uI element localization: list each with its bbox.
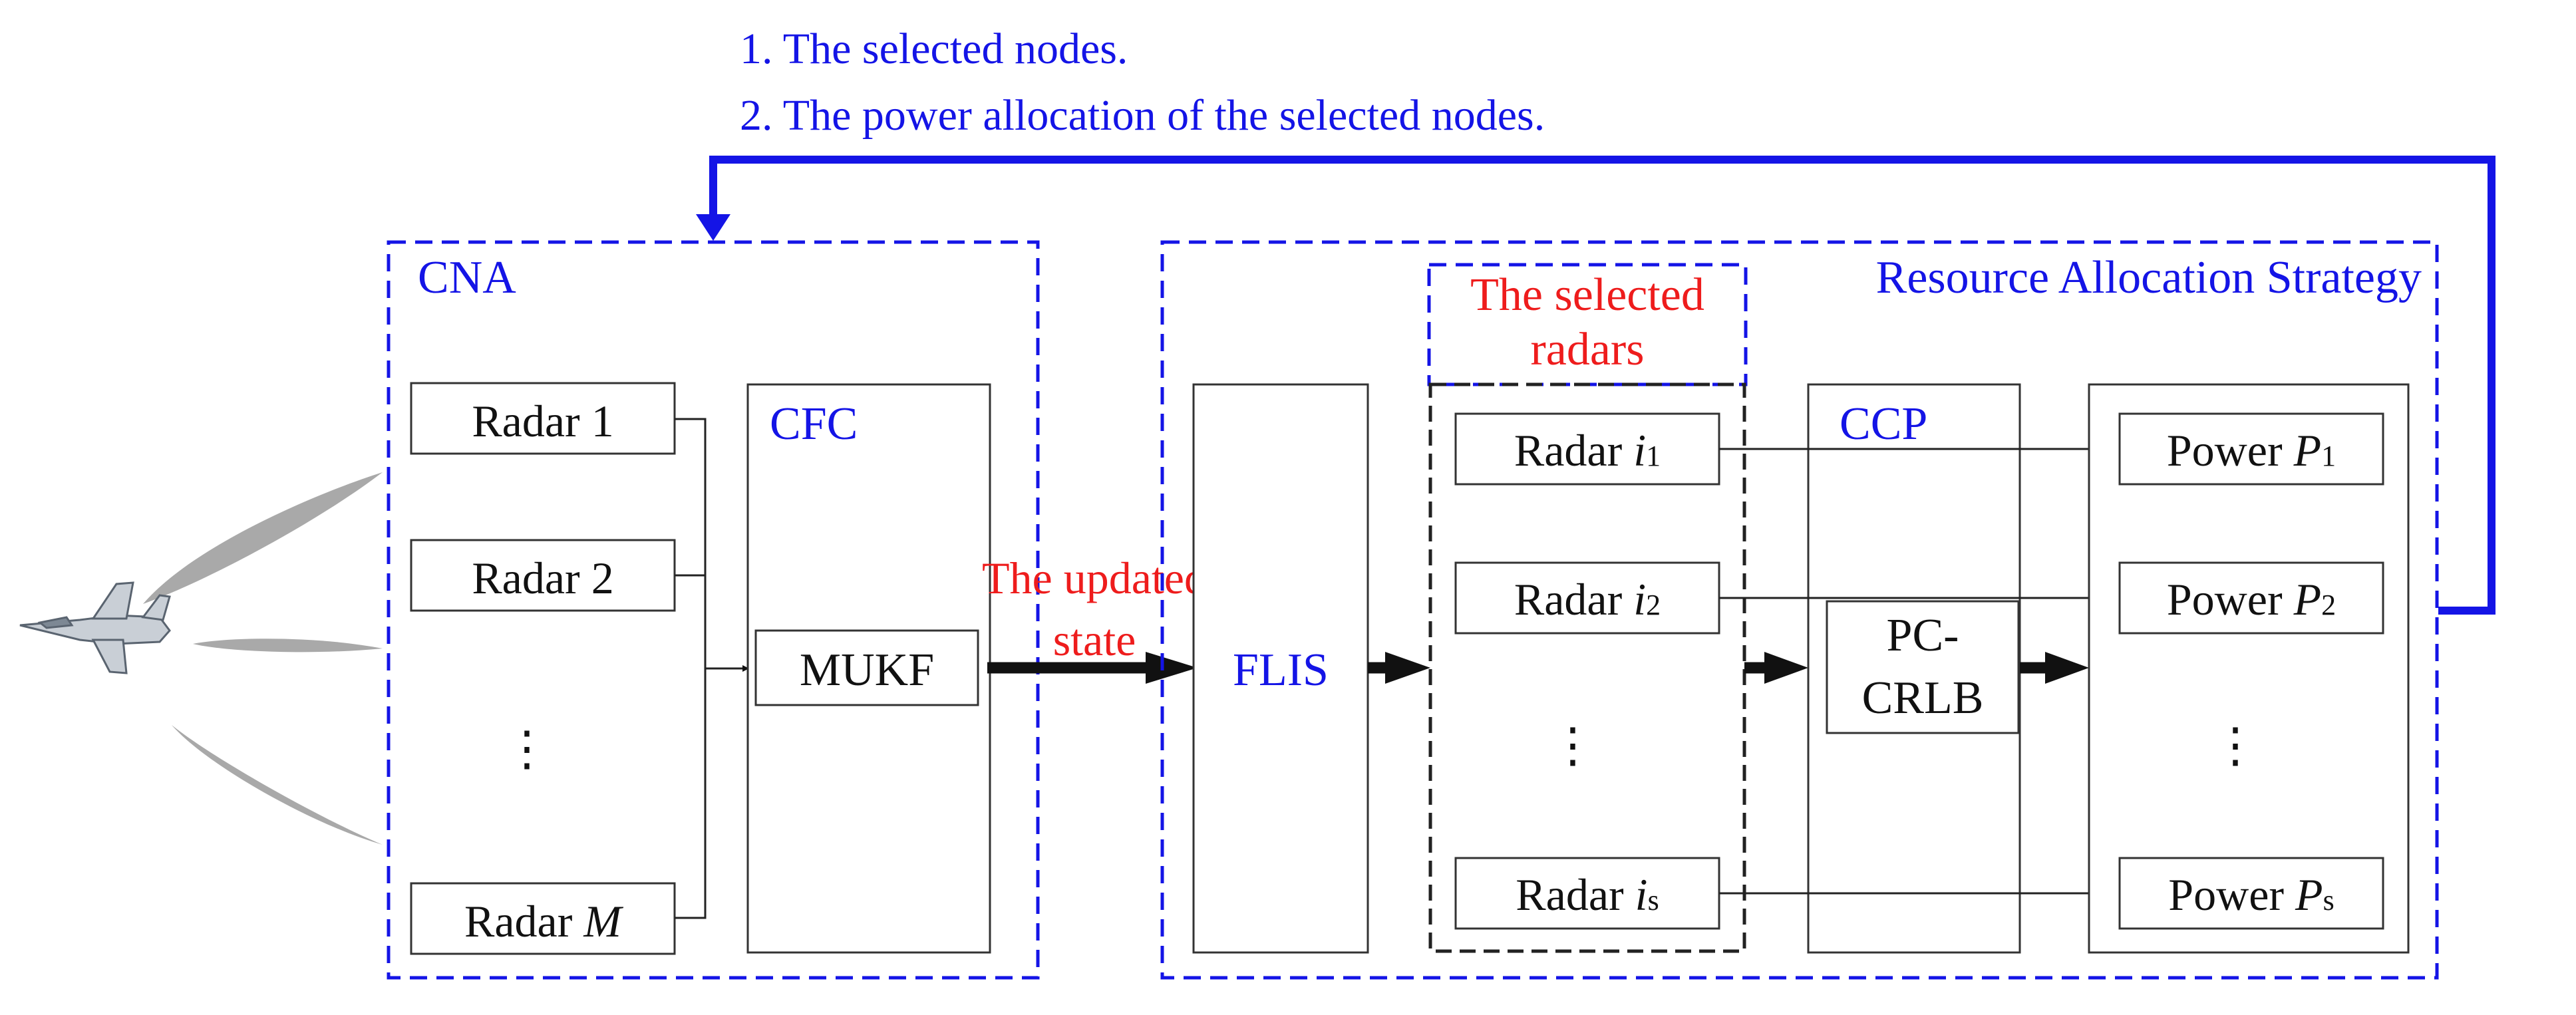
label-text: 1 xyxy=(591,396,614,446)
label-text: Power xyxy=(2168,869,2295,920)
mukf-box xyxy=(754,629,979,706)
feedback-line-2: 2. The power allocation of the selected … xyxy=(740,91,1545,140)
label-text: Power xyxy=(2167,425,2294,476)
power-label-s: Power Ps xyxy=(2168,869,2334,920)
pcrlb-box xyxy=(1826,600,2020,734)
italic-symbol: P xyxy=(2293,425,2322,476)
beam-middle xyxy=(193,639,383,652)
flis-label: FLIS xyxy=(1233,645,1329,696)
ccp-label: CCP xyxy=(1840,398,1927,450)
subscript: 1 xyxy=(2321,440,2336,472)
updated-state: The updated state xyxy=(982,553,1207,684)
radar-box-2 xyxy=(410,539,676,612)
radar-to-power-lines xyxy=(1719,446,2118,897)
pcrlb-line-2: CRLB xyxy=(1862,672,1984,724)
label-text: ⋮ xyxy=(503,722,551,776)
label-text: Radar xyxy=(472,396,591,446)
power-ellipsis: ⋮ xyxy=(2211,719,2259,772)
selected-radar-label-1: Radar i1 xyxy=(1514,425,1661,476)
power-box-s xyxy=(2118,857,2384,930)
label-text: Radar xyxy=(1514,425,1633,476)
label-text: ⋮ xyxy=(1549,719,1597,772)
power-label-1: Power P1 xyxy=(2167,425,2336,476)
italic-symbol: i xyxy=(1635,869,1648,920)
selected-radar-box-s xyxy=(1454,857,1720,930)
label-text: Radar xyxy=(464,896,583,946)
feedback-line-1: 1. The selected nodes. xyxy=(740,25,1128,73)
selected-radars-title-2: radars xyxy=(1530,324,1644,375)
subscript: s xyxy=(2323,884,2334,917)
italic-symbol: i xyxy=(1633,574,1646,625)
aircraft-illustration xyxy=(19,472,383,845)
label-text: Power xyxy=(2167,574,2294,625)
subscript: 2 xyxy=(1646,589,1661,621)
radar-beam-plumes xyxy=(143,472,383,845)
subscript: 2 xyxy=(2321,589,2336,621)
radar-label-1: Radar 1 xyxy=(472,396,613,446)
cna-radar-boxes: Radar 1 Radar 2 ⋮ Radar M xyxy=(410,382,676,955)
power-box-2 xyxy=(2118,561,2384,635)
label-text: ⋮ xyxy=(2211,719,2259,772)
radar-connectors xyxy=(675,418,749,919)
italic-symbol: M xyxy=(583,896,623,946)
subscript: 1 xyxy=(1646,440,1661,472)
jet-icon xyxy=(19,581,171,674)
power-label-2: Power P2 xyxy=(2167,574,2336,625)
beam-lower xyxy=(172,725,383,845)
selected-radar-label-s: Radar is xyxy=(1516,869,1659,920)
selected-radar-box-1 xyxy=(1454,412,1720,486)
feedback-line xyxy=(709,156,2496,615)
label-text: Radar xyxy=(1516,869,1635,920)
subscript: s xyxy=(1648,884,1659,917)
ras-dashed-frame xyxy=(1160,240,2439,980)
radar-ellipsis: ⋮ xyxy=(503,722,551,776)
label-text: 2 xyxy=(591,553,614,603)
radar-box-1 xyxy=(410,382,676,455)
cfc-label: CFC xyxy=(770,398,858,450)
italic-symbol: P xyxy=(2293,574,2322,625)
selected-radar-ellipsis: ⋮ xyxy=(1549,719,1597,772)
selected-radars-title-1: The selected xyxy=(1470,269,1704,321)
ras-title: Resource Allocation Strategy xyxy=(1876,252,2422,303)
pcrlb-line-1: PC- xyxy=(1887,610,1959,661)
feedback-loop: 1. The selected nodes. 2. The power allo… xyxy=(696,25,2496,615)
ccp-arrowhead xyxy=(1764,652,1808,684)
italic-symbol: i xyxy=(1633,425,1646,476)
cna-block: CNA Radar 1 Radar 2 ⋮ Radar M CFC MUKF xyxy=(387,240,1040,980)
feedback-arrowhead xyxy=(696,214,730,241)
label-text: Radar xyxy=(1514,574,1633,625)
selected-radar-label-2: Radar i2 xyxy=(1514,574,1661,625)
radar-label-m: Radar M xyxy=(464,896,623,946)
power-box-1 xyxy=(2118,412,2384,486)
italic-symbol: P xyxy=(2295,869,2323,920)
cna-dashed-frame xyxy=(387,240,1040,980)
mukf-label: MUKF xyxy=(800,645,934,696)
updated-state-arrowhead xyxy=(1146,652,1198,684)
power-arrowhead xyxy=(2045,652,2089,684)
flis-arrowhead xyxy=(1385,652,1430,684)
resource-allocation-block: Resource Allocation Strategy FLIS The se… xyxy=(1160,240,2439,980)
radar-label-2: Radar 2 xyxy=(472,553,613,603)
updated-state-line-1: The updated xyxy=(982,553,1207,603)
updated-state-line-2: state xyxy=(1053,615,1136,665)
flis-box xyxy=(1192,383,1369,954)
beam-upper xyxy=(143,472,383,604)
cna-title: CNA xyxy=(418,252,516,303)
selected-radars-frame xyxy=(1428,382,1746,953)
label-text: Radar xyxy=(472,553,591,603)
